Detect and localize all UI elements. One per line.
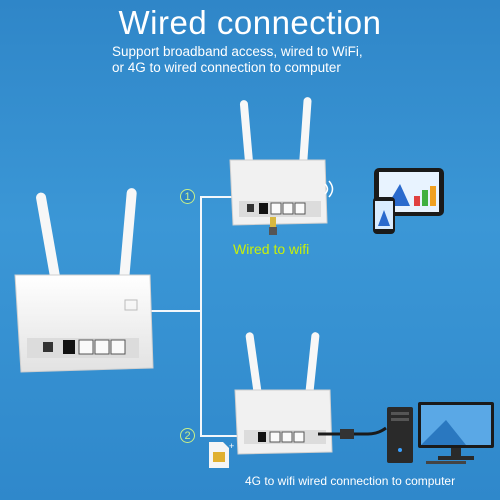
- svg-text:+: +: [229, 441, 234, 451]
- subtitle-line-1: Support broadband access, wired to WiFi,: [112, 44, 363, 59]
- antenna: [119, 188, 137, 283]
- wire-vertical: [200, 196, 202, 436]
- computer-tower-icon: [387, 407, 413, 463]
- ethernet-cable-icon: [318, 426, 387, 439]
- wire-main-horizontal: [150, 310, 200, 312]
- page-title: Wired connection: [118, 4, 382, 41]
- antenna: [36, 192, 60, 282]
- subtitle: Support broadband access, wired to WiFi,…: [112, 44, 442, 76]
- monitor-icon: [418, 402, 494, 464]
- computer-connection-label: 4G to wifi wired connection to computer: [245, 474, 456, 488]
- router-icon: [234, 332, 333, 455]
- router-icon: [14, 188, 154, 373]
- phone-icon: [373, 197, 395, 234]
- tablet-icon: [374, 168, 444, 216]
- sim-card-icon: +: [209, 441, 234, 468]
- wire-branch-top: [200, 196, 235, 198]
- router-icon: [229, 97, 328, 235]
- wired-to-wifi-label: Wired to wifi: [233, 241, 310, 257]
- wire-branch-bottom: [200, 435, 238, 437]
- step-1-badge: 1: [180, 189, 195, 204]
- wifi-waves-icon: [324, 180, 334, 198]
- step-2-badge: 2: [180, 428, 195, 443]
- subtitle-line-2: or 4G to wired connection to computer: [112, 60, 341, 75]
